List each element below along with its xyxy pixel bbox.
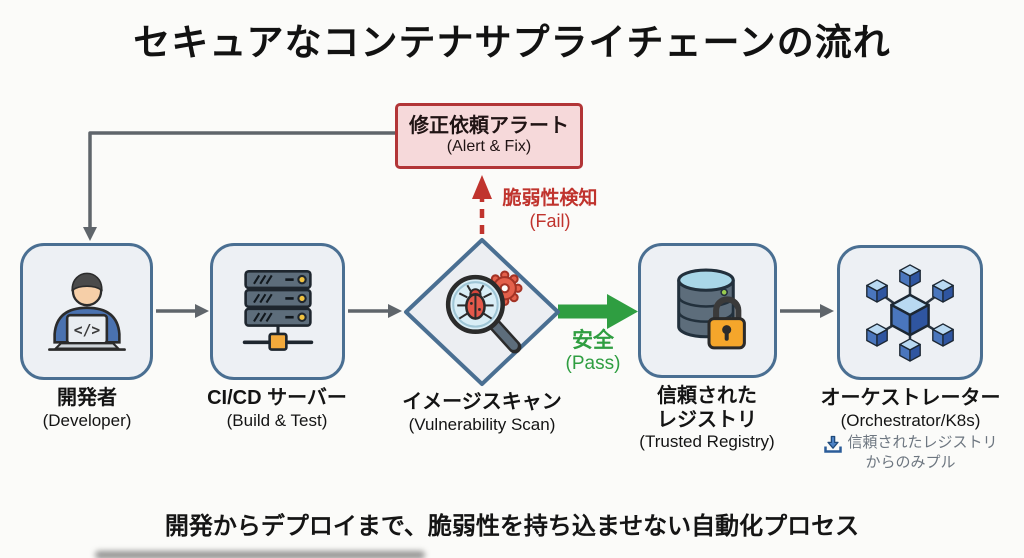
label-trusted-registry: 信頼された レジストリ (Trusted Registry) — [617, 385, 797, 452]
server-stack-icon — [242, 269, 313, 351]
fail-label-main: 脆弱性検知 — [502, 188, 598, 209]
pass-label: 安全 (Pass) — [550, 328, 636, 376]
label-registry-sub: (Trusted Registry) — [639, 432, 775, 452]
feedback-arrow — [83, 131, 396, 241]
node-image-scan — [434, 263, 530, 361]
label-orchestrator: オーケストレーター (Orchestrator/K8s) 信頼されたレジストリ … — [808, 387, 1013, 472]
fail-dashed-arrow — [472, 175, 492, 234]
label-image-scan: イメージスキャン (Vulnerability Scan) — [387, 391, 577, 435]
node-developer: </> — [20, 243, 153, 380]
pass-label-sub: (Pass) — [565, 353, 621, 375]
label-developer-sub: (Developer) — [42, 410, 132, 430]
label-image-scan-sub: (Vulnerability Scan) — [408, 414, 556, 434]
arrow-registry-to-orchestrator — [780, 304, 834, 318]
label-cicd-main: CI/CD サーバー — [207, 387, 347, 409]
developer-icon: </> — [47, 272, 126, 351]
video-artifact — [95, 551, 425, 558]
footer-text: 開発からデプロイまで、脆弱性を持ち込ませない自動化プロセス — [164, 513, 860, 540]
label-orchestrator-main: オーケストレーター — [820, 387, 1001, 409]
label-registry-line2: レジストリ — [657, 408, 757, 431]
alert-subtitle: (Alert & Fix) — [446, 138, 532, 156]
fail-label: 脆弱性検知 (Fail) — [492, 188, 608, 232]
pass-arrow — [558, 294, 638, 329]
node-orchestrator — [837, 245, 983, 380]
download-icon — [824, 435, 843, 453]
label-cicd-sub: (Build & Test) — [226, 410, 328, 430]
pass-label-main: 安全 — [572, 329, 614, 352]
label-developer-main: 開発者 — [57, 387, 117, 409]
node-trusted-registry — [638, 243, 777, 378]
magnifier-bug-icon — [445, 270, 523, 354]
database-lock-icon — [676, 268, 746, 349]
label-orchestrator-sub: (Orchestrator/K8s) — [840, 410, 981, 430]
page-title: セキュアなコンテナサプライチェーンの流れ — [133, 22, 891, 63]
code-glyph: </> — [73, 321, 100, 338]
orchestrator-note-line1: 信頼されたレジストリ — [847, 434, 998, 452]
cube-cluster-icon — [866, 263, 954, 362]
fail-label-sub: (Fail) — [529, 210, 571, 231]
label-image-scan-main: イメージスキャン — [402, 391, 562, 413]
node-cicd-server — [210, 243, 345, 380]
label-registry-line1: 信頼された — [657, 385, 757, 407]
arrow-cicd-to-scan — [348, 304, 402, 318]
orchestrator-note-line2: からのみプル — [865, 453, 956, 471]
label-cicd: CI/CD サーバー (Build & Test) — [187, 387, 367, 431]
alert-title: 修正依頼アラート — [409, 115, 569, 138]
label-developer: 開発者 (Developer) — [6, 387, 168, 431]
orchestrator-note: 信頼されたレジストリ からのみプル — [808, 434, 1013, 473]
arrow-dev-to-cicd — [156, 304, 209, 318]
alert-box: 修正依頼アラート (Alert & Fix) — [395, 103, 583, 169]
